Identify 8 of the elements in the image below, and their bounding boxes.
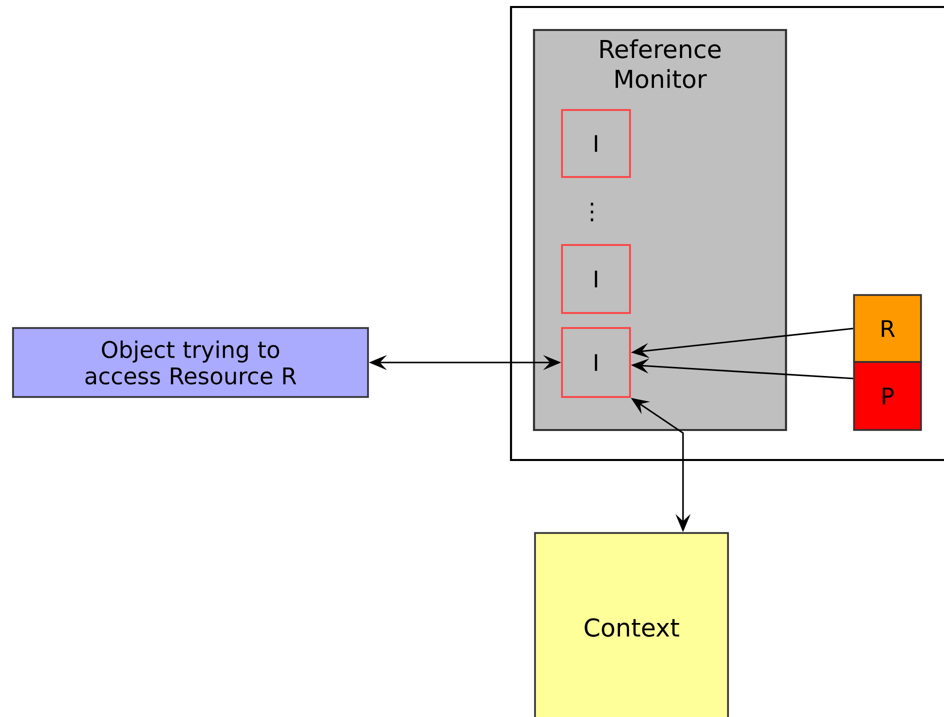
interceptor-box: I (561, 244, 631, 314)
interceptor-box: I (561, 327, 631, 398)
resource-box: R (853, 294, 922, 363)
object-box: Object trying to access Resource R (12, 327, 369, 398)
permission-box: P (853, 361, 922, 431)
interceptor-box: I (561, 109, 631, 178)
context-box: Context (534, 532, 729, 717)
vertical-ellipsis: ⋮ (590, 202, 594, 222)
